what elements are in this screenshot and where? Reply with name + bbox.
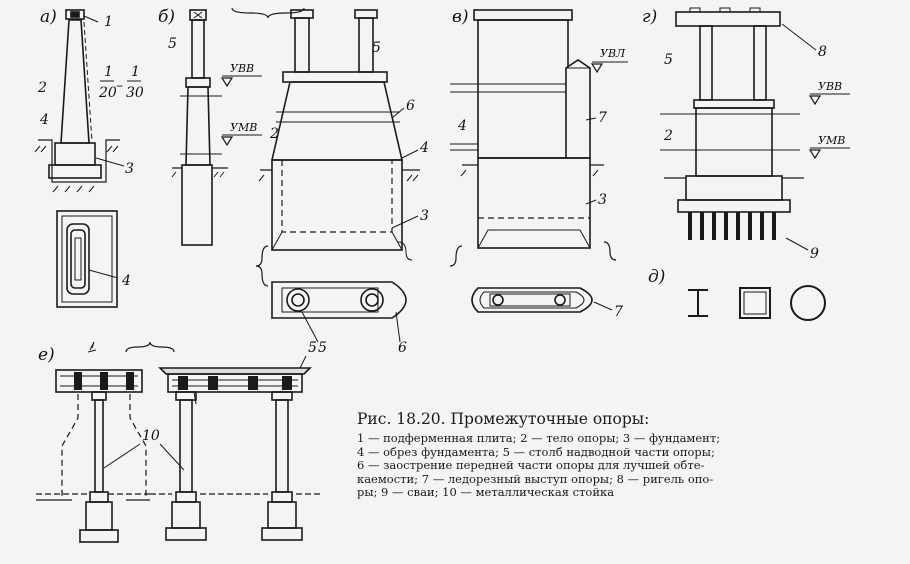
- g-part-2: 2: [663, 128, 673, 144]
- slope-den-1: 20: [98, 85, 117, 101]
- subfigure-v: в) УВЛ 4 7 3 7: [449, 7, 628, 320]
- box-section-shape: [739, 287, 771, 319]
- v-part-4: 4: [457, 118, 467, 134]
- label-b: б): [158, 7, 175, 27]
- slope-dash: –: [116, 78, 123, 94]
- caption-line-4: каемости; 7 — ледорезный выступ опоры; 8…: [357, 471, 714, 486]
- a-part-2: 2: [37, 80, 47, 96]
- v-part-7: 7: [598, 110, 607, 126]
- caption-line-2: 4 — обрез фундамента; 5 — столб надводно…: [357, 444, 715, 459]
- g-uvv: УВВ: [818, 80, 842, 93]
- b-plan-part-6: 6: [398, 340, 407, 356]
- b-part-4: 4: [419, 140, 429, 156]
- caption-line-3: 6 — заострение передней части опоры для …: [357, 458, 705, 472]
- a-plan-part-4: 4: [121, 273, 131, 289]
- e-part-5: 5: [308, 340, 317, 356]
- caption-line-5: ры; 9 — сваи; 10 — металлическая стойка: [357, 485, 615, 499]
- label-d: д): [648, 267, 665, 287]
- subfigure-a: а) 1 2 4 3 4 1 20 – 1 30: [34, 7, 144, 308]
- b-uvv: УВВ: [230, 62, 254, 75]
- subfigure-g: г) УВВ УМВ 8 5 2 9: [642, 7, 850, 262]
- slope-num-2: 1: [131, 64, 140, 80]
- figure-caption: Рис. 18.20. Промежуточные опоры: 1 — под…: [357, 410, 877, 500]
- subfigure-e: е) 5 10: [36, 340, 320, 543]
- subfigure-d: д): [648, 267, 826, 321]
- slope-num-1: 1: [104, 64, 113, 80]
- label-v: в): [452, 7, 469, 27]
- g-umv: УМВ: [818, 134, 845, 147]
- g-part-9: 9: [810, 246, 819, 262]
- label-g: г): [642, 7, 657, 27]
- b-part-2: 2: [269, 126, 279, 142]
- v-uvl: УВЛ: [600, 47, 626, 60]
- b-part-3: 3: [420, 208, 429, 224]
- e-part-10: 10: [142, 428, 160, 444]
- slope-den-2: 30: [126, 85, 144, 101]
- caption-line-1: 1 — подферменная плита; 2 — тело опоры; …: [357, 431, 721, 445]
- a-part-1: 1: [104, 14, 113, 30]
- caption-title: Рис. 18.20. Промежуточные опоры:: [357, 410, 650, 428]
- a-part-4: 4: [39, 112, 49, 128]
- subfigure-b: б) УВВ УМВ 5 5 6: [158, 7, 429, 356]
- g-part-5: 5: [664, 52, 673, 68]
- b-part-5: 5: [372, 40, 381, 56]
- b-side-part-5: 5: [168, 36, 177, 52]
- v-part-3: 3: [598, 192, 607, 208]
- v-plan-part-7: 7: [614, 304, 623, 320]
- a-part-3: 3: [125, 161, 134, 177]
- i-section-shape: [688, 289, 708, 317]
- piles: [688, 212, 776, 240]
- b-umv: УМВ: [230, 121, 257, 134]
- b-part-6: 6: [406, 98, 415, 114]
- g-part-8: 8: [818, 44, 827, 60]
- label-e: е): [38, 345, 55, 365]
- label-a: а): [40, 7, 57, 27]
- circular-section-shape: [790, 285, 826, 321]
- b-plan-part-5: 5: [318, 340, 327, 356]
